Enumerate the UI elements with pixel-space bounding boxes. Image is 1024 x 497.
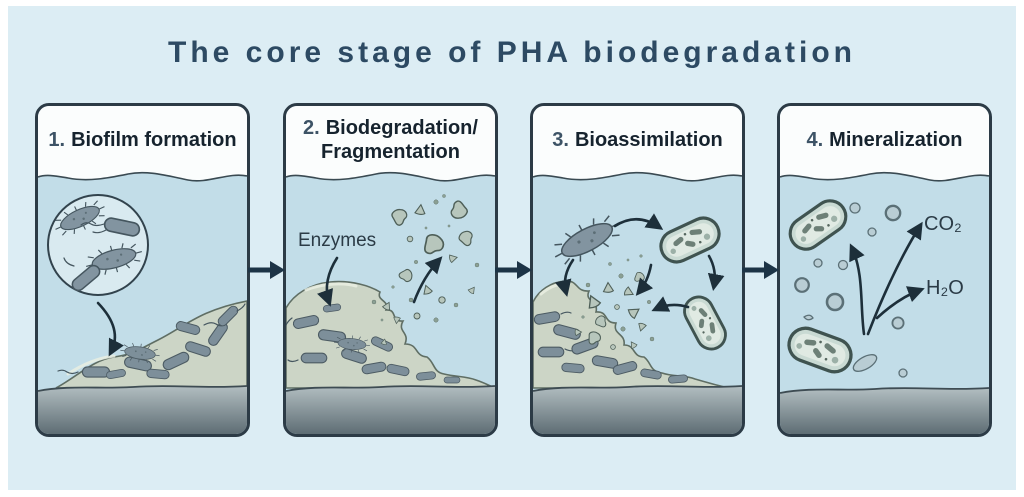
biofilm-mound-eroded [286, 280, 495, 389]
assimilation-arrows [554, 213, 725, 312]
co2-label: CO₂ [924, 213, 962, 235]
water-surface [38, 106, 247, 182]
sediment [780, 387, 989, 434]
panel-2-number: 2. [303, 116, 320, 139]
panel-2-title-line2: Fragmentation [321, 141, 460, 163]
pha-capsule-bacterium-icon [782, 321, 858, 379]
panel-1-header: 1.Biofilm formation [38, 106, 247, 174]
water-surface [533, 106, 742, 182]
free-bacterium-icon [546, 207, 628, 273]
magnified-bacteria-circle [47, 194, 149, 296]
flow-arrow-1-2 [248, 259, 286, 281]
sediment [38, 385, 247, 434]
panel-3-header: 3.Bioassimilation [533, 106, 742, 174]
panel-4-header: 4.Mineralization [780, 106, 989, 174]
water-surface [780, 106, 989, 182]
panel-1-title: Biofilm formation [71, 128, 237, 151]
panel-4-title: Mineralization [829, 128, 963, 151]
panel-bioassimilation: 3.Bioassimilation [530, 103, 745, 437]
fragmentation-arrow [412, 256, 443, 304]
biodegradation-illustration [286, 106, 495, 434]
panel-2-title: Biodegradation/ [325, 116, 478, 139]
sediment [533, 385, 742, 434]
panel-4-number: 4. [806, 128, 824, 151]
panel-3-number: 3. [552, 128, 569, 151]
mineralization-arrows [849, 221, 925, 336]
enzymes-arrow [317, 256, 339, 307]
sediment [286, 385, 495, 434]
biofilm-formation-illustration [38, 106, 247, 434]
panel-mineralization: CO₂ H₂O 4.Mineralization [777, 103, 992, 437]
h2o-label: H₂O [926, 277, 964, 299]
panel-biodegradation-fragmentation: Enzymes 2.Biodegradation/ Fragmentation [283, 103, 498, 437]
pha-capsule-bacterium-icon [654, 211, 726, 269]
pha-capsule-bacterium-icon [678, 290, 732, 356]
mineralization-illustration [780, 106, 989, 434]
bioassimilation-illustration [533, 106, 742, 434]
panel-1-number: 1. [48, 128, 66, 151]
diagram-title: The core stage of PHA biodegradation [168, 36, 856, 69]
panel-biofilm-formation: 1.Biofilm formation [35, 103, 250, 437]
settling-arrow [96, 301, 124, 357]
panel-2-header: 2.Biodegradation/ Fragmentation [286, 106, 495, 174]
biofilm-mound [55, 300, 247, 389]
water-surface [286, 106, 495, 182]
flow-arrow-3-4 [742, 259, 780, 281]
enzymes-label: Enzymes [298, 230, 377, 251]
mineral-particles [794, 202, 908, 378]
pha-capsule-bacterium-icon [782, 193, 854, 257]
panel-3-title: Bioassimilation [574, 128, 723, 151]
flow-arrow-2-3 [495, 259, 533, 281]
